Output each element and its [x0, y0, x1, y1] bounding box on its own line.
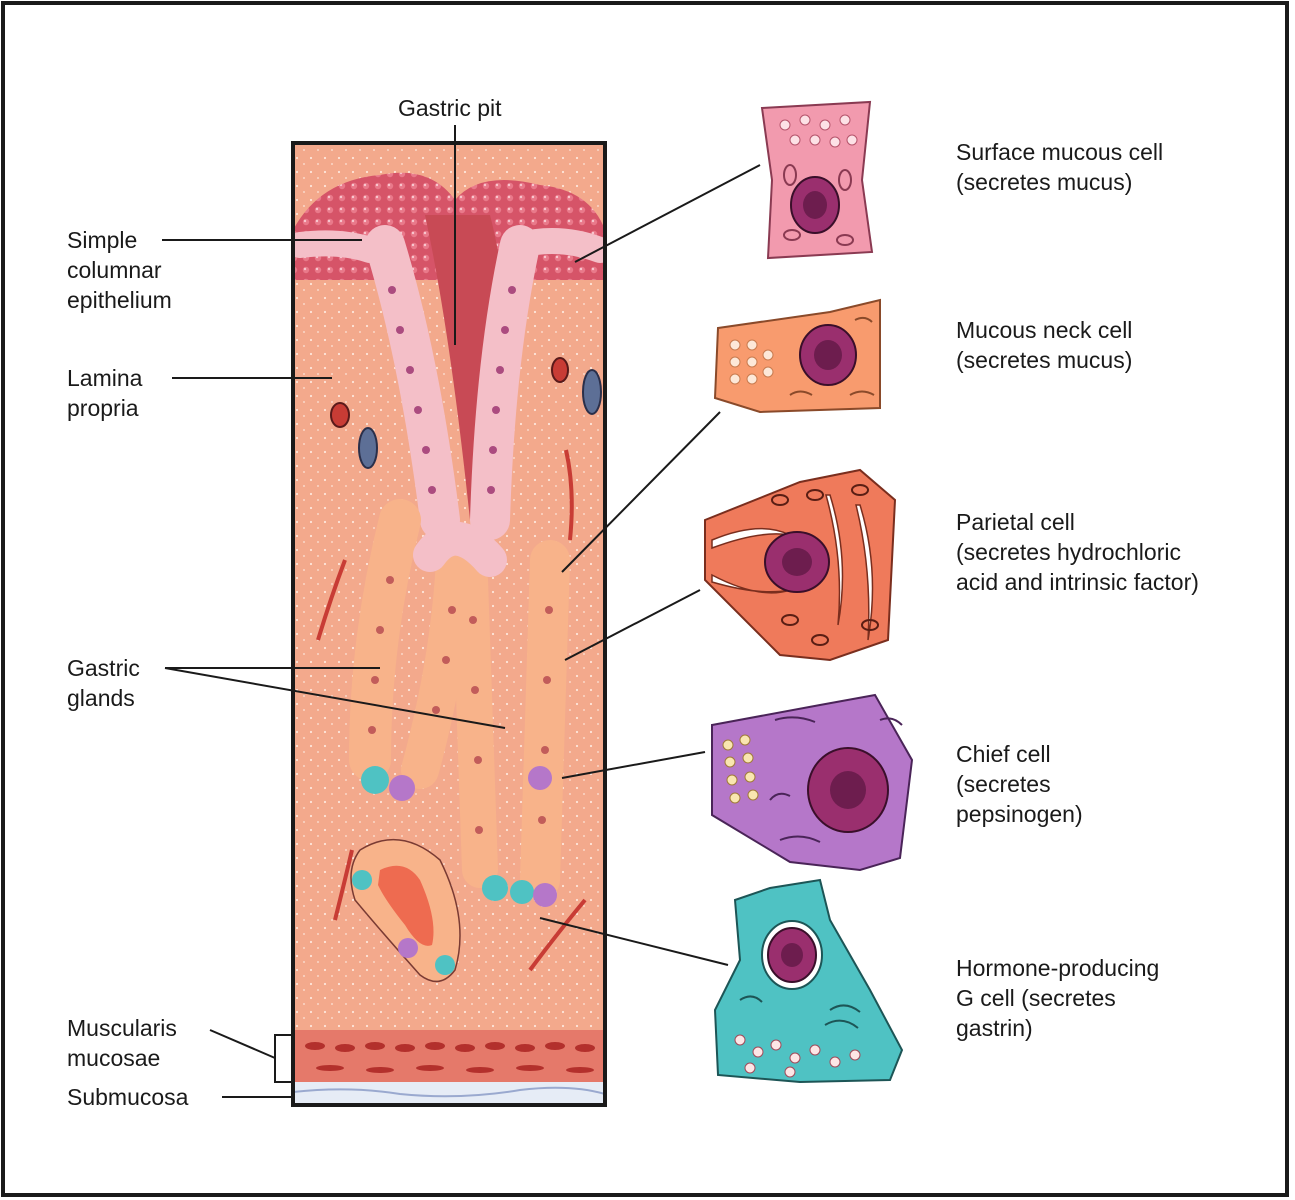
label-g-cell-line-3: gastrin): [956, 1015, 1033, 1041]
label-g-cell-line-2: G cell (secretes: [956, 985, 1116, 1011]
label-surface-cell-line-2: (secretes mucus): [956, 169, 1133, 195]
label-gastric-glands-line-2: glands: [67, 685, 135, 711]
gland-right-wall: [520, 540, 570, 900]
mucous-neck-cell-illustration: [713, 298, 881, 414]
leader-lines: [162, 125, 761, 1098]
label-parietal-cell-line-2: (secretes hydrochloric: [956, 539, 1181, 565]
submucosa-layer: [293, 1082, 605, 1105]
label-surface-mucous-cell: Surface mucous cell (secretes mucus): [956, 137, 1163, 197]
leader-surface-cell: [574, 164, 761, 263]
g-cell-illustration: [713, 878, 904, 1084]
label-lamina-propria-line-1: Lamina: [67, 365, 143, 391]
label-muscularis-line-2: mucosae: [67, 1045, 161, 1071]
label-lamina-propria: Lamina propria: [67, 363, 142, 423]
label-parietal-cell-line-1: Parietal cell: [956, 509, 1075, 535]
label-submucosa-line-1: Submucosa: [67, 1084, 189, 1110]
label-simple-columnar-line-1: Simple: [67, 227, 138, 253]
leader-chief-cell: [561, 751, 706, 779]
label-gastric-pit-line-1: Gastric pit: [398, 95, 502, 121]
label-g-cell-line-1: Hormone-producing: [956, 955, 1160, 981]
label-chief-cell-line-3: pepsinogen): [956, 801, 1083, 827]
muscularis-mucosae-layer: [293, 1030, 605, 1082]
label-gastric-glands-line-1: Gastric: [67, 655, 140, 681]
label-simple-columnar-epithelium: Simple columnar epithelium: [67, 225, 172, 315]
label-simple-columnar-line-3: epithelium: [67, 287, 172, 313]
surface-mucous-cell-illustration: [760, 100, 874, 260]
label-simple-columnar-line-2: columnar: [67, 257, 162, 283]
label-submucosa: Submucosa: [67, 1082, 188, 1112]
label-gastric-glands: Gastric glands: [67, 653, 140, 713]
label-gastric-pit: Gastric pit: [398, 93, 502, 123]
muscularis-bracket: [274, 1034, 292, 1083]
leader-muscularis: [209, 1029, 276, 1059]
leader-g-cell: [539, 917, 729, 966]
leader-neck-cell: [561, 411, 721, 573]
leader-parietal-cell: [564, 589, 701, 661]
mucosa-section: [293, 143, 605, 1105]
label-surface-cell-line-1: Surface mucous cell: [956, 139, 1164, 165]
label-chief-cell-line-2: (secretes: [956, 771, 1051, 797]
label-chief-cell: Chief cell (secretes pepsinogen): [956, 739, 1083, 829]
label-parietal-cell: Parietal cell (secretes hydrochloric aci…: [956, 507, 1199, 597]
parietal-cell-illustration: [704, 468, 897, 662]
label-parietal-cell-line-3: acid and intrinsic factor): [956, 569, 1199, 595]
chief-cell-illustration: [711, 693, 914, 872]
label-neck-cell-line-1: Mucous neck cell: [956, 317, 1133, 343]
label-lamina-propria-line-2: propria: [67, 395, 139, 421]
gland-cross-section: [350, 838, 461, 983]
label-mucous-neck-cell: Mucous neck cell (secretes mucus): [956, 315, 1132, 375]
label-muscularis-line-1: Muscularis: [67, 1015, 177, 1041]
section-frame: [291, 141, 607, 1107]
label-neck-cell-line-2: (secretes mucus): [956, 347, 1133, 373]
label-g-cell: Hormone-producing G cell (secretes gastr…: [956, 953, 1159, 1043]
pit-wall-left: [365, 225, 460, 540]
label-chief-cell-line-1: Chief cell: [956, 741, 1051, 767]
label-muscularis-mucosae: Muscularis mucosae: [67, 1013, 177, 1073]
leader-gastric-glands-b: [164, 667, 506, 729]
